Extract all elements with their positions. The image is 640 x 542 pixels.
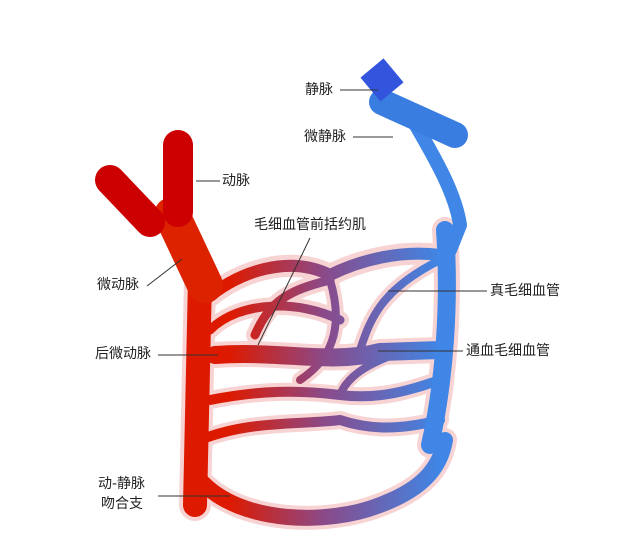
av-anastomosis (192, 432, 453, 526)
label-thoroughfare-channel: 通血毛细血管 (466, 343, 550, 359)
label-av-anastomosis-2: 吻合支 (101, 496, 143, 512)
label-metarteriole: 后微动脉 (95, 346, 151, 362)
label-av-anastomosis-1: 动-静脉 (98, 476, 146, 492)
label-true-capillary: 真毛细血管 (490, 283, 560, 299)
label-venule: 微静脉 (304, 129, 346, 145)
thoroughfare-channel (206, 341, 449, 367)
vein (360, 58, 404, 102)
label-arteriole: 微动脉 (97, 277, 139, 293)
true-capillaries (195, 247, 446, 445)
venule (369, 89, 468, 148)
artery-left (95, 165, 165, 237)
venule-collecting (421, 221, 456, 454)
leader-lines (146, 89, 487, 497)
metarteriole (183, 268, 212, 517)
label-vein: 静脉 (305, 82, 333, 98)
label-artery: 动脉 (222, 173, 250, 189)
label-precapillary-sphincter: 毛细血管前括约肌 (254, 217, 366, 233)
